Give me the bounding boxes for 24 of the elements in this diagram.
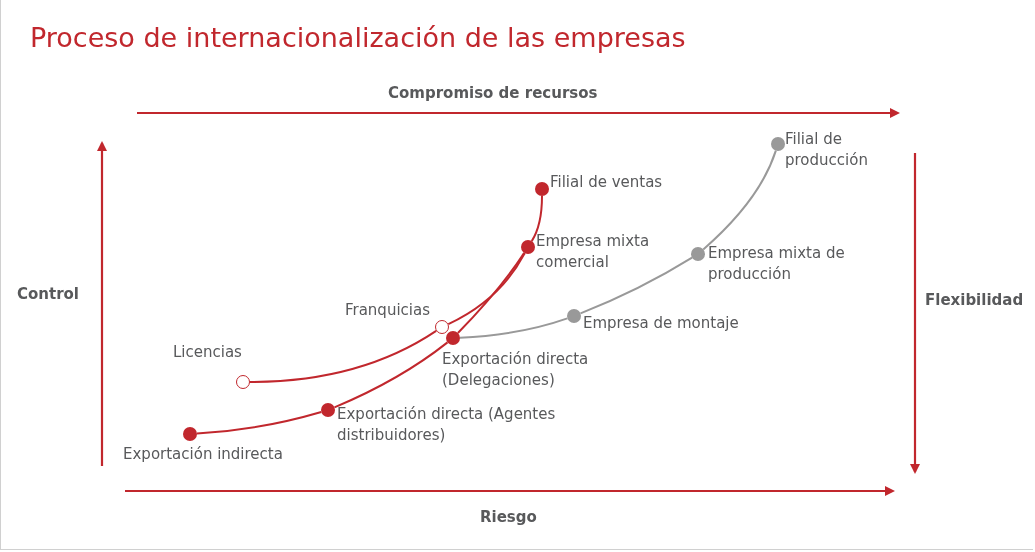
point-label: Licencias [173, 342, 242, 363]
point-label: Franquicias [344, 300, 430, 321]
curve-connector [702, 149, 777, 251]
point-label: Empresa mixta comercial [536, 231, 651, 273]
point-label: Filial de ventas [550, 172, 663, 193]
curve-connector [530, 195, 543, 243]
curve-connector [249, 329, 438, 383]
point-label: Empresa de montaje [583, 313, 739, 334]
axis-label: Control [17, 284, 79, 305]
curve-connector [333, 341, 449, 409]
curve-connector [447, 252, 526, 326]
point-label: Exportación directa (Delegaciones) [442, 349, 590, 391]
axis-label: Flexibilidad [925, 290, 1024, 311]
axis-label: Compromiso de recursos [388, 83, 598, 104]
curve-connector [579, 256, 694, 315]
curve-connector [196, 411, 323, 435]
curve-connector [459, 317, 569, 339]
point-label: Filial de producción [785, 129, 869, 171]
point-label: Empresa mixta de producción [708, 243, 846, 285]
curve-connector [456, 251, 526, 334]
axis-label: Riesgo [480, 507, 537, 528]
point-label: Exportación directa (Agentes distribuidores) [337, 404, 557, 446]
title: Proceso de internacionalización de las empresas [30, 22, 686, 53]
point-label: Exportación indirecta [123, 444, 283, 465]
